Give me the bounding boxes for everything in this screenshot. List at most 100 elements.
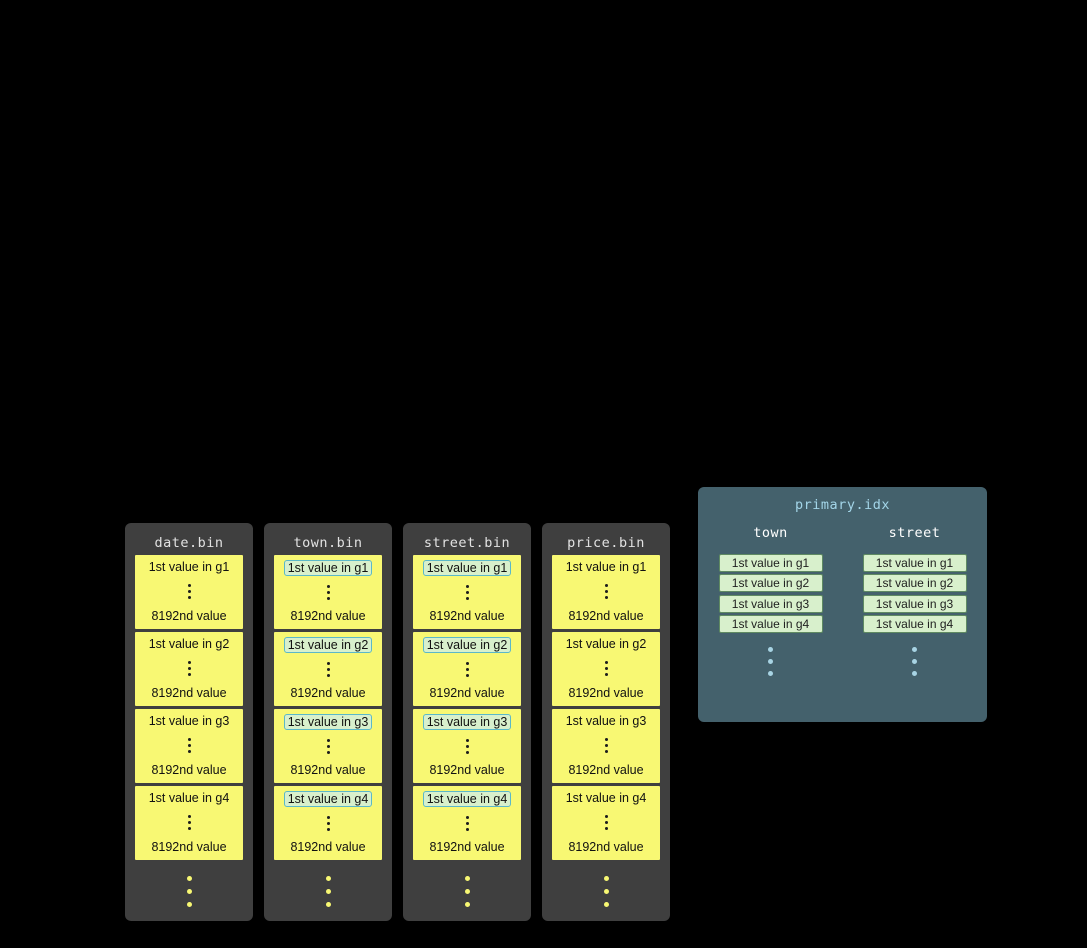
ellipsis-dot: [912, 671, 917, 676]
ellipsis-dot: [325, 876, 331, 881]
index-entry: 1st value in g3: [718, 594, 823, 613]
granule-block: 1st value in g4 8192nd value: [552, 786, 660, 860]
granule-block: 1st value in g2 8192nd value: [552, 632, 660, 706]
granule-first-value: 1st value in g1: [422, 560, 512, 576]
index-entry: 1st value in g1: [718, 553, 823, 572]
bin-file-panel-street: street.bin 1st value in g1 8192nd value …: [403, 523, 531, 921]
granule-ellipsis: [326, 584, 330, 602]
bin-file-title: price.bin: [567, 535, 645, 551]
bin-file-panel-town: town.bin 1st value in g1 8192nd value 1s…: [264, 523, 392, 921]
granule-ellipsis: [187, 737, 191, 755]
more-granules-ellipsis: [603, 872, 609, 911]
index-column-header: town: [753, 525, 788, 541]
granule-last-value: 8192nd value: [290, 609, 366, 623]
granule-last-value: 8192nd value: [568, 609, 644, 623]
granule-block: 1st value in g2 8192nd value: [274, 632, 382, 706]
index-entry: 1st value in g4: [862, 615, 967, 633]
ellipsis-dot: [768, 647, 773, 652]
granule-last-value: 8192nd value: [151, 686, 227, 700]
granule-first-value: 1st value in g3: [422, 714, 512, 730]
granule-block: 1st value in g1 8192nd value: [413, 555, 521, 629]
granule-blocks: 1st value in g1 8192nd value 1st value i…: [552, 555, 660, 860]
granule-ellipsis: [604, 814, 608, 832]
index-entries: 1st value in g1 1st value in g2 1st value …: [862, 551, 967, 636]
granule-last-value: 8192nd value: [568, 763, 644, 777]
index-entry: 1st value in g4: [718, 615, 823, 633]
granule-block: 1st value in g3 8192nd value: [135, 709, 243, 783]
granule-first-value: 1st value in g2: [565, 637, 647, 651]
granule-ellipsis: [326, 815, 330, 833]
bin-file-panel-date: date.bin 1st value in g1 8192nd value 1s…: [125, 523, 253, 921]
granule-first-value: 1st value in g2: [422, 637, 512, 653]
granule-block: 1st value in g3 8192nd value: [274, 709, 382, 783]
granule-ellipsis: [465, 661, 469, 679]
index-entries: 1st value in g1 1st value in g2 1st value …: [718, 551, 823, 636]
granule-last-value: 8192nd value: [429, 609, 505, 623]
granule-block: 1st value in g2 8192nd value: [135, 632, 243, 706]
ellipsis-dot: [768, 671, 773, 676]
index-more-ellipsis: [912, 644, 917, 680]
granule-ellipsis: [187, 814, 191, 832]
granule-last-value: 8192nd value: [290, 763, 366, 777]
bin-files: date.bin 1st value in g1 8192nd value 1s…: [125, 523, 670, 921]
granule-block: 1st value in g3 8192nd value: [552, 709, 660, 783]
granule-ellipsis: [187, 583, 191, 601]
bin-file-title: town.bin: [293, 535, 363, 551]
ellipsis-dot: [464, 889, 470, 894]
ellipsis-dot: [464, 876, 470, 881]
granule-last-value: 8192nd value: [429, 763, 505, 777]
bin-file-title: street.bin: [423, 535, 511, 551]
index-entry: 1st value in g2: [718, 574, 823, 592]
granule-first-value: 1st value in g1: [565, 560, 647, 574]
granule-block: 1st value in g4 8192nd value: [413, 786, 521, 860]
ellipsis-dot: [325, 902, 331, 907]
ellipsis-dot: [603, 876, 609, 881]
granule-first-value: 1st value in g1: [283, 560, 373, 576]
granule-block: 1st value in g4 8192nd value: [274, 786, 382, 860]
granule-ellipsis: [465, 738, 469, 756]
ellipsis-dot: [768, 659, 773, 664]
granule-last-value: 8192nd value: [151, 840, 227, 854]
granule-first-value: 1st value in g1: [148, 560, 230, 574]
bin-file-panel-price: price.bin 1st value in g1 8192nd value 1…: [542, 523, 670, 921]
more-granules-ellipsis: [186, 872, 192, 911]
primary-index-title: primary.idx: [795, 497, 890, 513]
granule-blocks: 1st value in g1 8192nd value 1st value i…: [135, 555, 243, 860]
granule-first-value: 1st value in g4: [422, 791, 512, 807]
granule-first-value: 1st value in g2: [283, 637, 373, 653]
granule-first-value: 1st value in g3: [283, 714, 373, 730]
granule-last-value: 8192nd value: [429, 686, 505, 700]
bin-file-title: date.bin: [154, 535, 224, 551]
index-entry: 1st value in g2: [862, 574, 967, 592]
ellipsis-dot: [603, 902, 609, 907]
ellipsis-dot: [912, 647, 917, 652]
index-entry: 1st value in g1: [862, 553, 967, 572]
ellipsis-dot: [603, 889, 609, 894]
granule-last-value: 8192nd value: [568, 686, 644, 700]
granule-ellipsis: [465, 584, 469, 602]
granule-last-value: 8192nd value: [290, 686, 366, 700]
more-granules-ellipsis: [464, 872, 470, 911]
granule-last-value: 8192nd value: [151, 609, 227, 623]
index-more-ellipsis: [768, 644, 773, 680]
granule-blocks: 1st value in g1 8192nd value 1st value i…: [274, 555, 382, 860]
ellipsis-dot: [186, 876, 192, 881]
ellipsis-dot: [325, 889, 331, 894]
granule-last-value: 8192nd value: [568, 840, 644, 854]
granule-first-value: 1st value in g2: [148, 637, 230, 651]
granule-ellipsis: [326, 661, 330, 679]
granule-block: 1st value in g1 8192nd value: [552, 555, 660, 629]
ellipsis-dot: [912, 659, 917, 664]
more-granules-ellipsis: [325, 872, 331, 911]
granule-ellipsis: [604, 583, 608, 601]
granule-first-value: 1st value in g4: [283, 791, 373, 807]
granule-block: 1st value in g3 8192nd value: [413, 709, 521, 783]
ellipsis-dot: [464, 902, 470, 907]
granule-first-value: 1st value in g3: [565, 714, 647, 728]
granule-block: 1st value in g2 8192nd value: [413, 632, 521, 706]
